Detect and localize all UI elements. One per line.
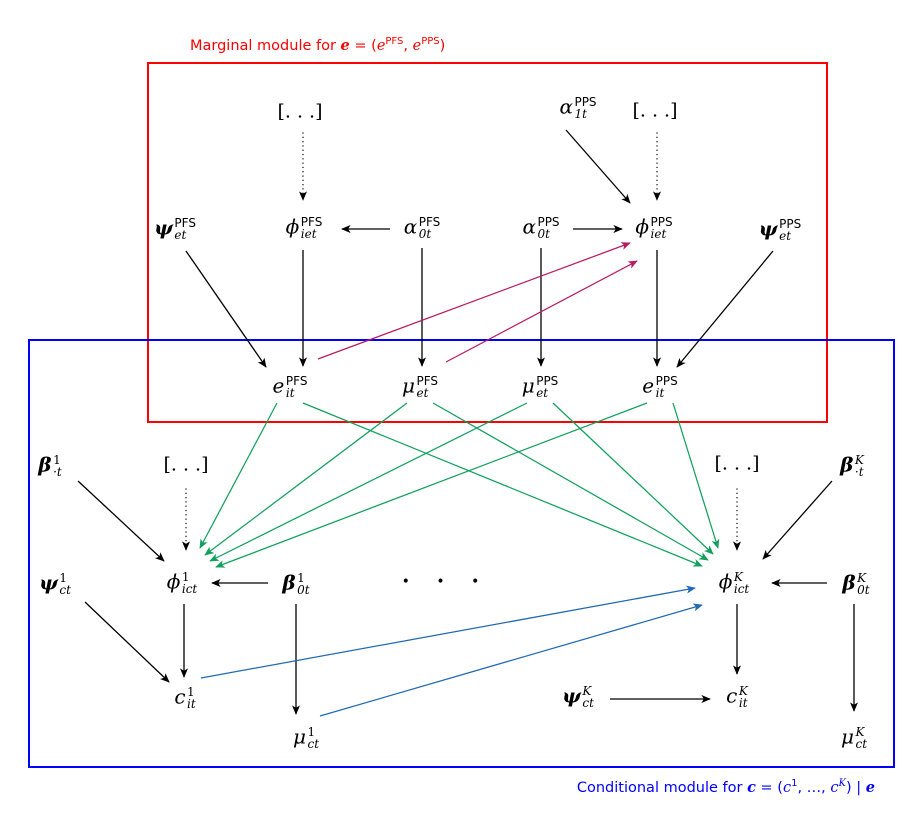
node-dots-top-right: [. . .] — [632, 99, 678, 122]
math-c-bold: c — [747, 779, 756, 796]
math-e-bold: e — [340, 37, 350, 54]
math-e-bold: e — [865, 779, 875, 796]
node-dots-top-left: [. . .] — [277, 100, 323, 123]
conditional-module-box — [28, 339, 895, 768]
marginal-module-label: Marginal module for e = (ePFS, ePPS) — [190, 36, 446, 54]
node-dots-mid-left: [. . .] — [163, 453, 209, 476]
marginal-label-text: Marginal module for — [190, 38, 341, 54]
conditional-module-label: Conditional module for c = (c1, …, cK) |… — [576, 778, 875, 796]
node-cdots: • • • — [401, 574, 491, 590]
node-dots-mid-right: [. . .] — [714, 452, 760, 475]
conditional-label-text: Conditional module for — [576, 780, 748, 796]
